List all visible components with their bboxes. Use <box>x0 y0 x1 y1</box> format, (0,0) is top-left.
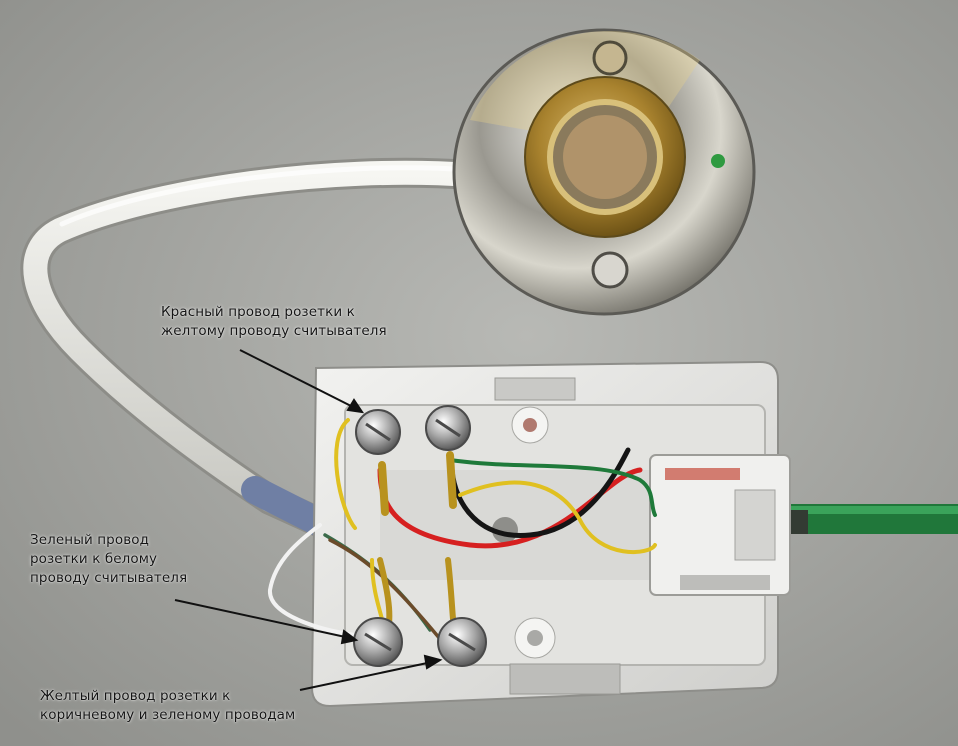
reader-cable <box>20 157 485 540</box>
red-wire-caption: Красный провод розетки к желтому проводу… <box>161 303 387 341</box>
colored-wires <box>268 418 657 647</box>
red-wire-caption-line-2: желтому проводу считывателя <box>161 323 387 339</box>
green-wire-caption-line-3: проводу считывателя <box>30 570 188 586</box>
yellow-wire-caption: Желтый провод розетки к коричневому и зе… <box>40 687 295 725</box>
red-wire-caption-line-1: Красный провод розетки к <box>161 304 355 320</box>
right-green-cable <box>780 504 958 534</box>
yellow-wire-caption-line-1: Желтый провод розетки к <box>40 688 231 704</box>
annotation-arrows <box>174 349 443 691</box>
yellow-wire-caption-line-2: коричневому и зеленому проводам <box>40 707 296 723</box>
green-wire-caption-line-2: розетки к белому <box>30 551 158 567</box>
green-wire-caption: Зеленый провод розетки к белому проводу … <box>30 531 187 588</box>
screw-terminals <box>353 405 487 667</box>
green-wire-caption-line-1: Зеленый провод <box>30 532 150 548</box>
reader-device <box>452 28 756 316</box>
